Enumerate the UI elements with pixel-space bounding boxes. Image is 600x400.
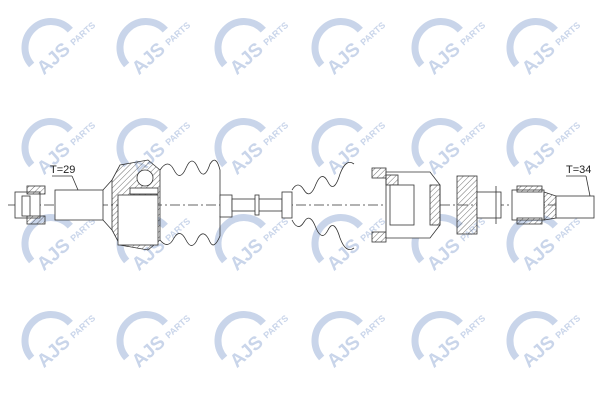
outer-cv-joint [111, 159, 233, 251]
outer-cv-stub [14, 179, 113, 231]
inner-spline-stub [511, 185, 595, 225]
label-right-spline: T=34 [566, 164, 591, 176]
label-left-spline: T=29 [50, 164, 75, 176]
inner-cv-joint [281, 161, 502, 251]
